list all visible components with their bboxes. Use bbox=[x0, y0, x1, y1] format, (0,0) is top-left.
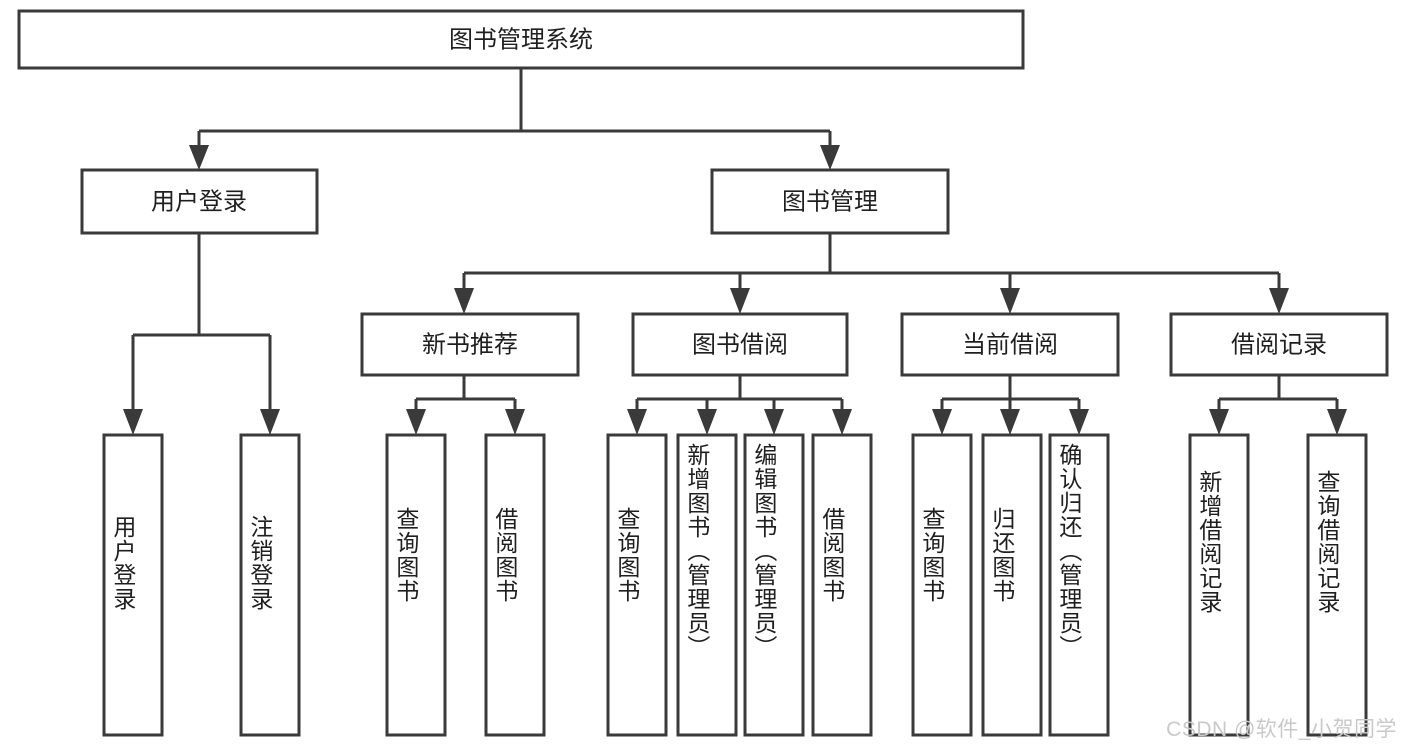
arrow-head-leaf-rec-query bbox=[406, 409, 426, 435]
connector-group-root bbox=[189, 68, 840, 170]
arrow-head-borrow-record bbox=[1269, 288, 1289, 314]
node-user-login-label: 用户登录 bbox=[151, 188, 247, 215]
arrow-head-leaf-borrow-edit bbox=[764, 409, 784, 435]
node-leaf-cur-confirm-box[interactable] bbox=[1048, 433, 1110, 737]
node-root-box[interactable] bbox=[17, 9, 1025, 70]
node-leaf-rec-query-box[interactable] bbox=[385, 433, 447, 737]
node-current-borrow[interactable]: 当前借阅 bbox=[900, 312, 1120, 377]
node-current-borrow-box[interactable] bbox=[900, 312, 1120, 377]
node-leaf-borrow-add-box[interactable] bbox=[676, 433, 738, 737]
arrow-head-leaf-cur-confirm bbox=[1069, 409, 1089, 435]
arrow-head-leaf-rec-query2 bbox=[1327, 409, 1347, 435]
connector-group-book-borrow bbox=[627, 375, 852, 435]
node-root[interactable]: 图书管理系统 bbox=[17, 9, 1025, 70]
arrow-head-leaf-borrow-query bbox=[627, 409, 647, 435]
node-leaf-borrow-edit-box[interactable] bbox=[743, 433, 805, 737]
arrow-head-leaf-cur-return bbox=[1000, 409, 1020, 435]
node-user-login-box[interactable] bbox=[80, 168, 319, 235]
node-book-borrow-box[interactable] bbox=[631, 312, 849, 377]
arrow-head-leaf-cur-query bbox=[932, 409, 952, 435]
node-leaf-rec-add-box[interactable] bbox=[1188, 433, 1250, 737]
node-leaf-user-logout-box[interactable] bbox=[239, 433, 301, 737]
arrow-head-leaf-user-logout bbox=[260, 409, 280, 435]
leaf-boxes bbox=[102, 433, 1368, 737]
node-new-book-rec-label: 新书推荐 bbox=[422, 331, 518, 358]
connector-group-user-login bbox=[123, 233, 280, 435]
node-leaf-rec-borrow-box[interactable] bbox=[484, 433, 546, 737]
arrow-head-new-book-rec bbox=[454, 288, 474, 314]
node-borrow-record-label: 借阅记录 bbox=[1231, 331, 1327, 358]
arrow-head-book-manage bbox=[820, 145, 840, 170]
node-leaf-rec-query2-box[interactable] bbox=[1306, 433, 1368, 737]
connector-group-borrow-record bbox=[1209, 375, 1347, 435]
node-leaf-borrow-lend-box[interactable] bbox=[811, 433, 873, 737]
node-leaf-user-login-box[interactable] bbox=[102, 433, 164, 737]
node-leaf-cur-return-box[interactable] bbox=[981, 433, 1043, 737]
connector-group-book-manage bbox=[454, 233, 1289, 314]
node-book-manage-label: 图书管理 bbox=[782, 188, 878, 215]
connector-group-new-book-rec bbox=[406, 375, 525, 435]
arrow-head-leaf-borrow-add bbox=[697, 409, 717, 435]
node-leaf-cur-query-box[interactable] bbox=[911, 433, 973, 737]
node-book-borrow-label: 图书借阅 bbox=[692, 331, 788, 358]
node-user-login[interactable]: 用户登录 bbox=[80, 168, 319, 235]
node-book-borrow[interactable]: 图书借阅 bbox=[631, 312, 849, 377]
node-current-borrow-label: 当前借阅 bbox=[962, 331, 1058, 358]
node-leaf-borrow-query-box[interactable] bbox=[606, 433, 668, 737]
connector-group-current-borrow bbox=[932, 375, 1089, 435]
arrow-head-leaf-rec-borrow bbox=[505, 409, 525, 435]
arrow-head-leaf-rec-add bbox=[1209, 409, 1229, 435]
arrow-head-current-borrow bbox=[1000, 288, 1020, 314]
csdn-watermark: CSDN @软件_小贺同学 bbox=[1166, 718, 1397, 741]
node-root-label: 图书管理系统 bbox=[449, 26, 593, 53]
node-borrow-record-box[interactable] bbox=[1169, 312, 1389, 377]
arrow-head-leaf-borrow-lend bbox=[832, 409, 852, 435]
node-new-book-rec-box[interactable] bbox=[360, 312, 580, 377]
arrow-head-leaf-user-login bbox=[123, 409, 143, 435]
arrow-head-book-borrow bbox=[730, 288, 750, 314]
node-book-manage-box[interactable] bbox=[710, 168, 950, 235]
node-borrow-record[interactable]: 借阅记录 bbox=[1169, 312, 1389, 377]
node-new-book-rec[interactable]: 新书推荐 bbox=[360, 312, 580, 377]
arrow-head-user-login bbox=[189, 145, 209, 170]
node-book-manage[interactable]: 图书管理 bbox=[710, 168, 950, 235]
